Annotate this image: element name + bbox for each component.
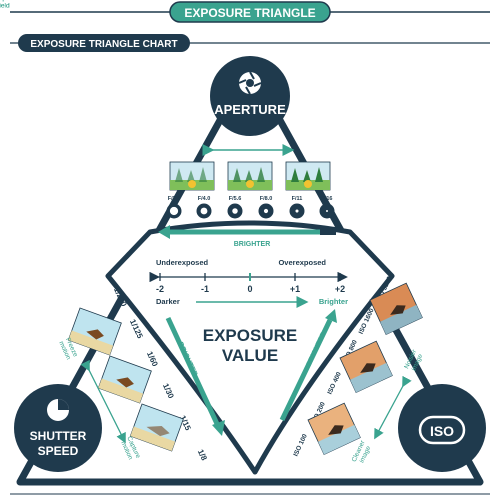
aperture-iris-opening — [326, 210, 328, 212]
exposure-value-line2: VALUE — [222, 346, 278, 365]
shutter-label-line2: SPEED — [38, 444, 79, 458]
aperture-icon — [238, 71, 262, 95]
aperture-stop-label: F/16 — [321, 196, 332, 202]
scale-tick-label: 0 — [247, 284, 252, 294]
less-depth-label: – Depthof field — [0, 0, 12, 10]
aperture-stop-label: F/2.8 — [168, 196, 181, 202]
iso-brighter-arrow — [279, 318, 333, 422]
aperture-stop-label: F/5.6 — [229, 196, 242, 202]
page-title: EXPOSURE TRIANGLE — [184, 6, 315, 20]
iso-photos — [307, 282, 423, 455]
more-depth-label: + Depthof field — [0, 0, 12, 10]
shutter-label-line1: SHUTTER — [30, 429, 87, 443]
aperture-stop-label: F/8.0 — [260, 196, 273, 202]
aperture-brighter-label: BRIGHTER — [234, 241, 271, 248]
subtitle-pill — [18, 34, 190, 52]
aperture-iris-opening — [295, 209, 299, 213]
noise-arrow — [374, 375, 412, 440]
shutter-photo-slow — [129, 403, 184, 452]
shutter-icon — [47, 399, 69, 421]
shutter-photo-fast — [67, 307, 122, 356]
shutter-speed-node: SHUTTER SPEED — [14, 384, 102, 472]
iso-node: ISO — [398, 384, 486, 472]
shutter-speed-label: 1/8 — [196, 448, 209, 462]
iso-arrowhead — [325, 309, 337, 323]
overexposed-label: Overexposed — [278, 258, 326, 267]
brighter-label: Brighter — [319, 297, 348, 306]
underexposed-label: Underexposed — [156, 258, 209, 267]
scale-tick-label: +1 — [290, 284, 300, 294]
chart-subtitle: EXPOSURE TRIANGLE CHART — [30, 39, 177, 50]
aperture-stop-label: F/4.0 — [198, 196, 211, 202]
aperture-stops: F/2.8 F/4.0 F/5.6 F/8.0 F/11 F/16 — [166, 196, 335, 219]
aperture-iris-opening — [169, 206, 179, 216]
scale-tick-label: -1 — [201, 284, 209, 294]
aperture-stop-label: F/11 — [292, 196, 303, 202]
aperture-iris-opening — [232, 208, 238, 214]
aperture-node: APERTURE — [210, 56, 290, 136]
iso-label: ISO — [430, 423, 454, 439]
shutter-arrowhead — [212, 420, 225, 436]
exposure-scale-ticks: -2 -1 0 +1 +2 — [156, 273, 345, 294]
aperture-photo-shallow — [169, 161, 215, 191]
aperture-label: APERTURE — [214, 102, 286, 117]
aperture-arrowhead — [158, 225, 170, 239]
aperture-photo-medium — [227, 161, 273, 191]
exposure-value-line1: EXPOSURE — [203, 326, 297, 345]
aperture-iris-opening — [200, 207, 208, 215]
aperture-photo-deep — [285, 161, 331, 191]
motion-arrow — [80, 359, 126, 444]
inner-triangle — [105, 220, 395, 475]
iso-icon — [418, 415, 466, 445]
title-pill — [169, 1, 331, 23]
scale-tick-label: -2 — [156, 284, 164, 294]
iso-photo-high — [369, 282, 423, 335]
shutter-brighter-arrow — [165, 316, 221, 428]
darker-label: Darker — [156, 297, 180, 306]
aperture-iris-opening — [263, 208, 269, 214]
iso-photo-low — [307, 402, 361, 455]
scale-tick-label: +2 — [335, 284, 345, 294]
